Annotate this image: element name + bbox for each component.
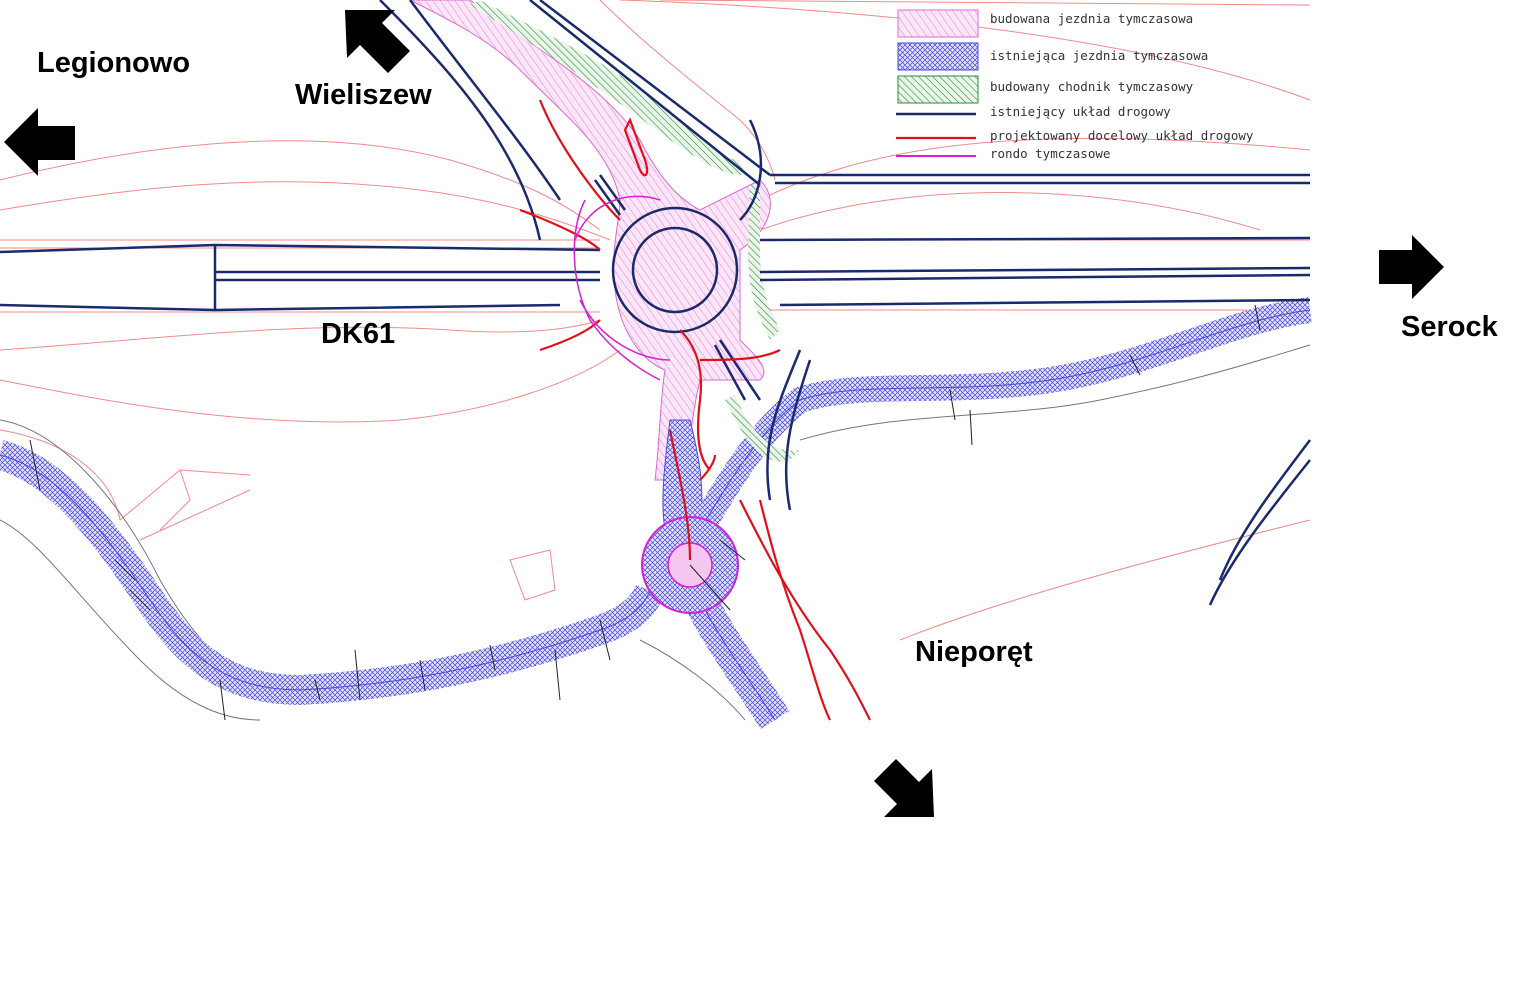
arrow-northwest-icon: [345, 10, 410, 73]
label-dk61: DK61: [321, 318, 396, 350]
legend-text-2: budowany chodnik tymczasowy: [990, 79, 1194, 94]
label-legionowo: Legionowo: [37, 47, 191, 79]
legend-text-4: projektowany docelowy układ drogowy: [990, 128, 1254, 143]
legend-swatch-blue-crosshatch: [897, 42, 979, 71]
label-wieliszew: Wieliszew: [295, 79, 432, 111]
arrow-southeast-icon: [874, 759, 934, 817]
existing-temp-road: [0, 297, 1312, 730]
legend-text-5: rondo tymczasowe: [990, 146, 1110, 161]
arrow-east-icon: [1379, 235, 1444, 299]
legend-text-1: istniejąca jezdnia tymczasowa: [990, 48, 1208, 63]
existing-road-layout: [0, 0, 1311, 606]
label-serock: Serock: [1401, 311, 1498, 343]
parcel-lines: [0, 0, 1311, 641]
direction-arrows: [4, 10, 1444, 817]
legend-swatch-green-hatch: [897, 75, 979, 104]
legend-text-0: budowana jezdnia tymczasowa: [990, 11, 1193, 26]
label-nieporet: Nieporęt: [915, 636, 1033, 668]
projected-road-layout: [519, 99, 871, 721]
built-temp-sidewalk: [470, 0, 800, 462]
temporary-roundabout: [573, 195, 671, 381]
legend-swatch-pink-hatch: [897, 9, 979, 38]
arrow-west-icon: [4, 108, 75, 176]
chainage-ticks: [29, 304, 1261, 721]
legend: budowana jezdnia tymczasowa istniejąca j…: [896, 9, 1254, 161]
legend-text-3: istniejący układ drogowy: [990, 104, 1171, 119]
